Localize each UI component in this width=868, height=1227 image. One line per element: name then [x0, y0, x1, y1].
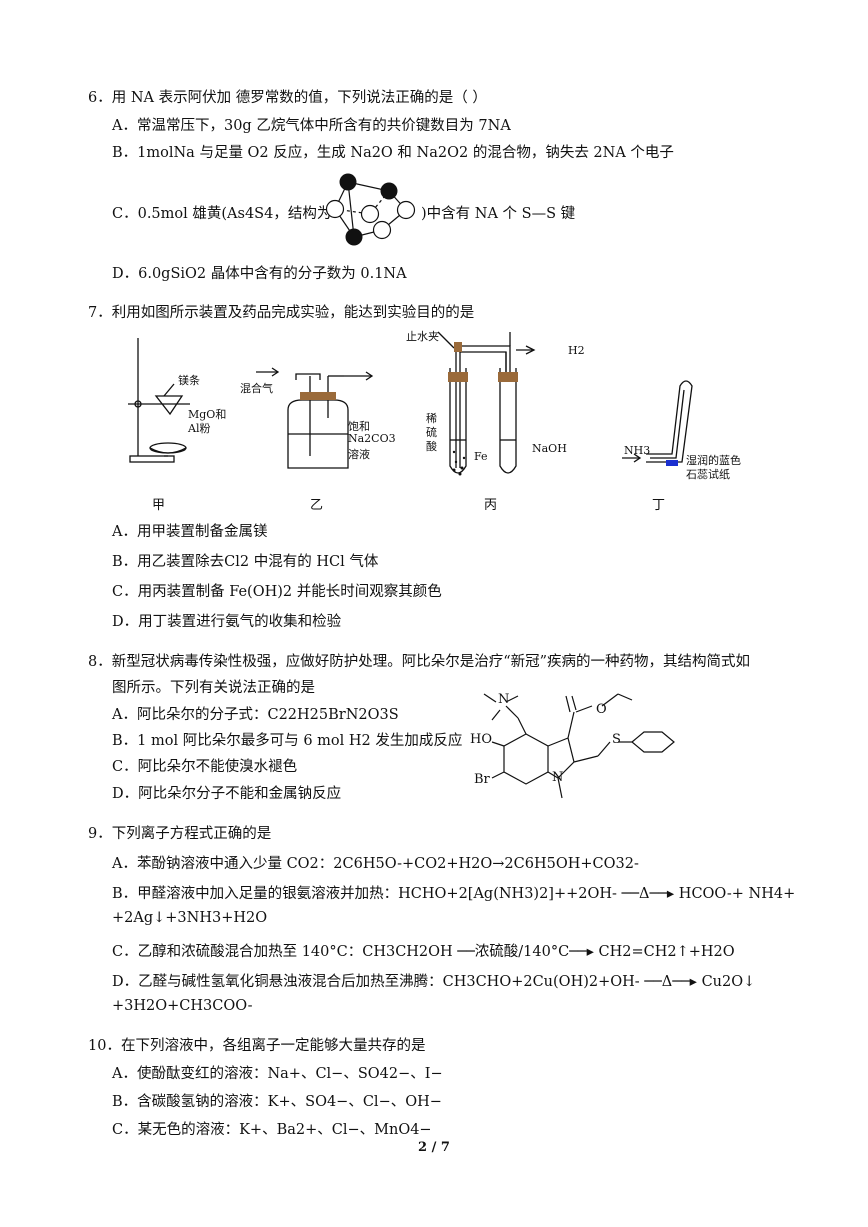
q9-option-c: C．乙醇和浓硫酸混合加热至 140°C：CH3CH2OH ──浓硫酸/140°C… [112, 944, 735, 960]
q7-option-a: A．用甲装置制备金属镁 [112, 524, 268, 540]
label-nh3: NH3 [624, 444, 651, 457]
q6-option-c-pre: C．0.5mol 雄黄(As4S4，结构为 [112, 206, 332, 222]
q9-stem: 9．下列离子方程式正确的是 [88, 826, 272, 842]
apparatus-yi [256, 367, 374, 469]
label-mgo: MgO和 [188, 408, 227, 421]
label-litmus-2: 石蕊试纸 [686, 468, 730, 481]
q6-option-a: A．常温常压下，30g 乙烷气体中所含有的共价键数目为 7NA [112, 118, 511, 134]
q8-option-a: A．阿比朵尔的分子式：C22H25BrN2O3S [112, 707, 399, 723]
label-acid: 酸 [426, 440, 437, 453]
page-number: 2 / 7 [418, 1140, 450, 1155]
label-sulfuric: 硫 [426, 426, 437, 439]
label-litmus-1: 湿润的蓝色 [686, 454, 741, 467]
q10-option-b: B．含碳酸氢钠的溶液：K+、SO4−、Cl−、OH− [112, 1094, 442, 1110]
q10-option-a: A．使酚酞变红的溶液：Na+、Cl−、SO42−、I− [112, 1066, 443, 1082]
label-dilute: 稀 [426, 412, 437, 425]
atom-n-ring: N [552, 770, 564, 785]
q8-option-d: D．阿比朵尔分子不能和金属钠反应 [112, 786, 342, 802]
q9-option-d-line2: +3H2O+CH3COO- [112, 998, 253, 1014]
q9-option-d-line1: D．乙醛与碱性氢氧化铜悬浊液混合后加热至沸腾：CH3CHO+2Cu(OH)2+O… [112, 974, 756, 990]
label-naoh: NaOH [532, 442, 567, 455]
atom-ho: HO [470, 732, 492, 747]
q9-option-b-line2: +2Ag↓+3NH3+H2O [112, 910, 268, 926]
caption-ding: 丁 [652, 498, 666, 513]
q9-option-a: A．苯酚钠溶液中通入少量 CO2：2C6H5O-+CO2+H2O→2C6H5OH… [112, 856, 639, 872]
q6-option-d: D．6.0gSiO2 晶体中含有的分子数为 0.1NA [112, 266, 407, 282]
caption-jia: 甲 [152, 498, 166, 513]
label-h2: H2 [568, 344, 585, 357]
apparatus-bing [437, 331, 536, 476]
label-al: Al粉 [188, 422, 211, 435]
q7-option-b: B．用乙装置除去Cl2 中混有的 HCl 气体 [112, 554, 379, 570]
q9-option-b-line1: B．甲醛溶液中加入足量的银氨溶液并加热：HCHO+2[Ag(NH3)2]++2O… [112, 886, 796, 902]
label-clamp: 止水夹 [406, 330, 439, 343]
q7-option-c: C．用丙装置制备 Fe(OH)2 并能长时间观察其颜色 [112, 584, 442, 600]
q7-option-d: D．用丁装置进行氨气的收集和检验 [112, 614, 342, 630]
apparatus-ding [622, 380, 693, 466]
label-mg-strip: 镁条 [178, 374, 200, 387]
label-mixed-gas: 混合气 [240, 382, 273, 395]
atom-br: Br [474, 772, 490, 787]
as4s4-structure [325, 173, 416, 246]
caption-bing: 丙 [484, 498, 498, 513]
atom-s: S [612, 732, 621, 747]
q8-option-c: C．阿比朵尔不能使溴水褪色 [112, 759, 298, 775]
q6-option-b: B．1molNa 与足量 O2 反应，生成 Na2O 和 Na2O2 的混合物，… [112, 145, 674, 161]
q7-stem: 7．利用如图所示装置及药品完成实验，能达到实验目的的是 [88, 305, 475, 321]
apparatus-jia [128, 338, 190, 463]
label-solution: 溶液 [348, 448, 370, 461]
q8-stem-line2: 图所示。下列有关说法正确的是 [112, 680, 315, 696]
arbidol-structure [483, 693, 675, 799]
label-saturated: 饱和 [348, 420, 370, 433]
q10-option-c: C．某无色的溶液：K+、Ba2+、Cl−、MnO4− [112, 1122, 432, 1138]
atom-n-top: N [498, 692, 510, 707]
q6-stem: 6．用 NA 表示阿伏加 德罗常数的值，下列说法正确的是（ ） [88, 90, 487, 106]
q6-option-c-post: )中含有 NA 个 S—S 键 [421, 206, 576, 222]
q8-stem-line1: 8．新型冠状病毒传染性极强，应做好防护处理。阿比朵尔是治疗“新冠”疾病的一种药物… [88, 654, 751, 670]
q8-option-b: B．1 mol 阿比朵尔最多可与 6 mol H2 发生加成反应 [112, 733, 463, 749]
label-fe: Fe [474, 450, 488, 463]
label-na2co3: Na2CO3 [348, 432, 396, 445]
caption-yi: 乙 [310, 498, 324, 513]
atom-o: O [596, 702, 607, 717]
q10-stem: 10．在下列溶液中，各组离子一定能够大量共存的是 [88, 1038, 426, 1054]
